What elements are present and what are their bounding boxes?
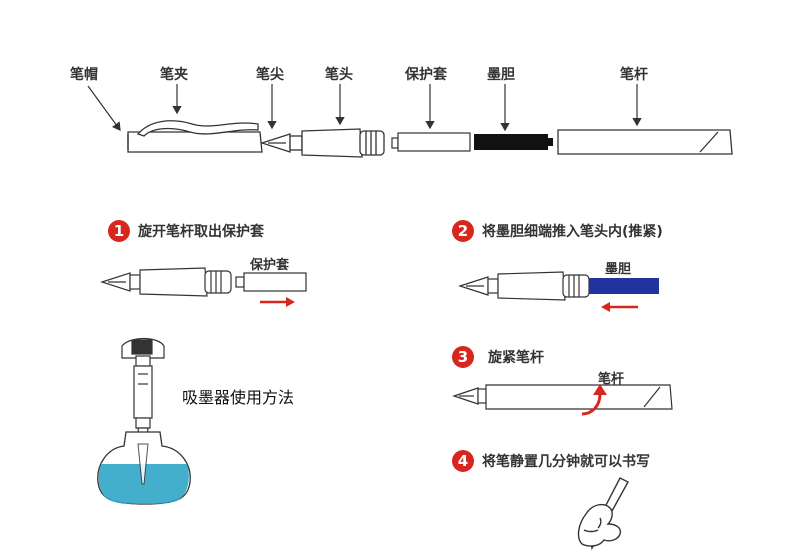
step-1-number: 1 xyxy=(108,220,130,242)
label-nib: 笔尖 xyxy=(256,67,284,83)
label-sleeve: 保护套 xyxy=(405,67,447,83)
step-3-rotate-arrow xyxy=(581,384,607,416)
step-3-text: 旋紧笔杆 xyxy=(488,350,544,366)
pen-clip xyxy=(136,120,259,137)
step-2-blue-cartridge xyxy=(589,278,659,294)
step-4-number: 4 xyxy=(452,450,474,472)
step-1-text: 旋开笔杆取出保护套 xyxy=(138,224,264,240)
label-cap: 笔帽 xyxy=(70,67,98,83)
step-2-cartridge-label: 墨胆 xyxy=(605,262,632,277)
pen-barrel xyxy=(557,129,733,155)
leader-arrows xyxy=(87,84,642,132)
step-3-heading: 3 旋紧笔杆 xyxy=(452,346,544,368)
step-2-number: 2 xyxy=(452,220,474,242)
pen-nib xyxy=(260,133,291,153)
writing-hand-illustration xyxy=(577,477,629,551)
pen-grip xyxy=(289,128,385,158)
step-2-text: 将墨胆细端推入笔头内(推紧) xyxy=(482,224,663,240)
label-barrel: 笔杆 xyxy=(620,67,648,83)
step-1-sleeve-label: 保护套 xyxy=(250,258,290,273)
step-4-heading: 4 将笔静置几分钟就可以书写 xyxy=(452,450,650,472)
step-1-heading: 1 旋开笔杆取出保护套 xyxy=(108,220,264,242)
step-2-illustration xyxy=(458,271,659,312)
step-2-heading: 2 将墨胆细端推入笔头内(推紧) xyxy=(452,220,663,242)
step-3-barrel-label: 笔杆 xyxy=(598,372,625,387)
ink-cartridge-black xyxy=(474,134,553,150)
label-grip: 笔头 xyxy=(325,67,353,83)
ink-converter-bottle-illustration xyxy=(97,337,191,505)
label-cartridge: 墨胆 xyxy=(487,67,515,83)
step-3-illustration xyxy=(452,384,673,416)
step-3-number: 3 xyxy=(452,346,474,368)
pen-cap xyxy=(127,120,263,153)
converter-usage-label: 吸墨器使用方法 xyxy=(182,388,295,407)
protective-sleeve xyxy=(391,132,471,152)
label-clip: 笔夹 xyxy=(160,67,188,83)
exploded-pen-diagram xyxy=(87,84,733,158)
step-1-arrow xyxy=(260,297,295,307)
step-2-arrow xyxy=(601,302,638,312)
step-1-illustration xyxy=(100,267,307,307)
step-4-text: 将笔静置几分钟就可以书写 xyxy=(482,454,650,470)
